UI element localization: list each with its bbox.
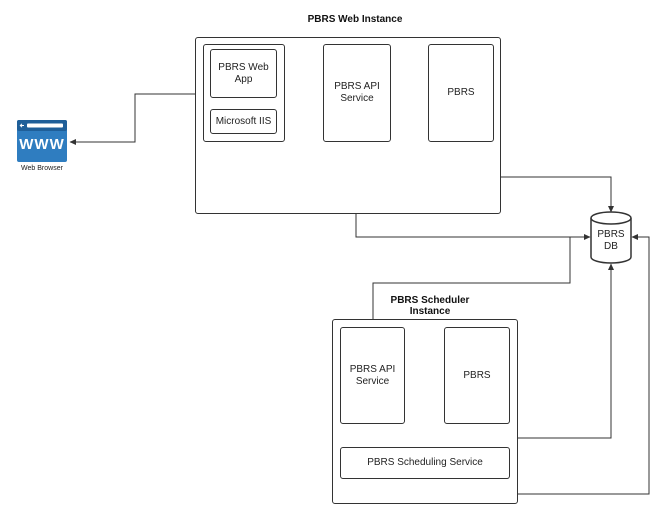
www-browser-icon	[17, 120, 67, 162]
scheduling-service-node: PBRS Scheduling Service	[340, 447, 510, 479]
scheduler-pbrs-node: PBRS	[444, 327, 510, 424]
web-api-service-node: PBRS API Service	[323, 44, 391, 142]
connector-scheduler-api-db	[372, 237, 571, 327]
iis-node: Microsoft IIS	[210, 109, 277, 134]
scheduler-api-service-node: PBRS API Service	[340, 327, 405, 424]
web-browser: WWW Web Browser	[17, 120, 67, 174]
connector-browser-webapp	[69, 91, 203, 145]
web-app-node: PBRS Web App	[210, 49, 277, 98]
web-instance-title: PBRS Web Instance	[307, 14, 403, 25]
database-cylinder-icon	[590, 211, 632, 264]
www-icon-text: WWW	[19, 136, 65, 153]
scheduler-instance-title: PBRS Scheduler Instance	[390, 295, 470, 317]
database-label: PBRS DB	[597, 229, 625, 252]
web-browser-label: Web Browser	[21, 165, 63, 172]
web-pbrs-node: PBRS	[428, 44, 494, 142]
